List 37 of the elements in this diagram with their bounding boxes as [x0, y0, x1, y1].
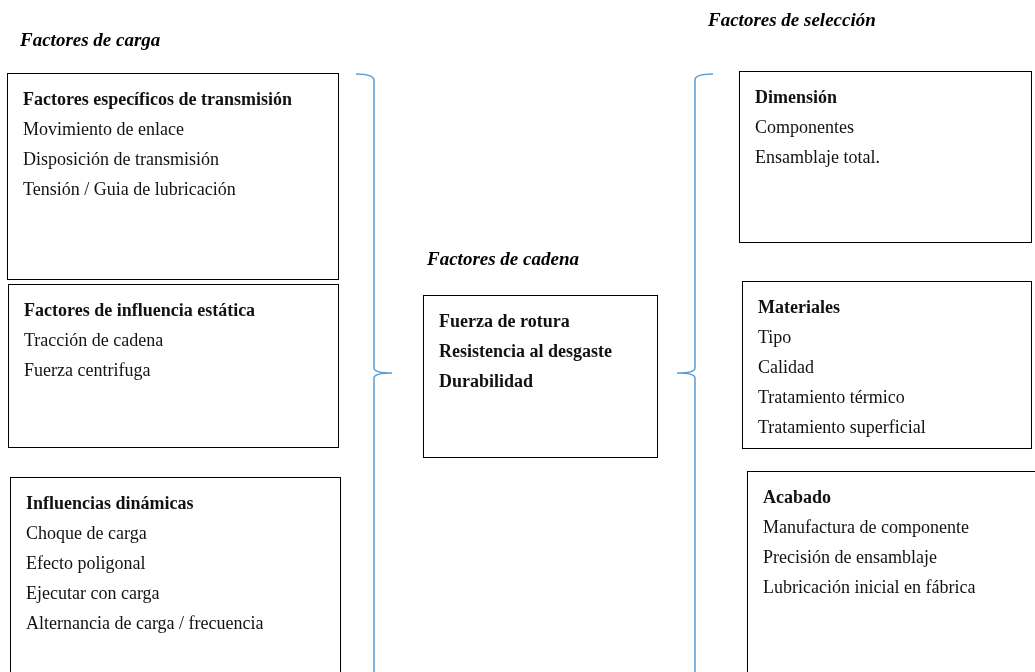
- item-text: Choque de carga: [26, 522, 148, 545]
- item-text: Efecto poligonal: [26, 552, 147, 575]
- heading-text: Dimensión: [755, 86, 838, 109]
- factor-box: [7, 73, 339, 280]
- column-heading: Factores de carga: [20, 30, 161, 49]
- item-text: Disposición de transmisión: [23, 148, 220, 171]
- heading-text: Influencias dinámicas: [26, 492, 195, 515]
- item-text: Fuerza centrifuga: [24, 359, 152, 382]
- factor-box: [8, 284, 339, 448]
- item-text: Componentes: [755, 116, 855, 139]
- factor-box: [10, 477, 341, 672]
- heading-text: Resistencia al desgaste: [439, 340, 613, 363]
- item-text: Manufactura de componente: [763, 516, 970, 539]
- heading-text: Factores específicos de transmisión: [23, 88, 294, 111]
- column-heading: Factores de selección: [708, 10, 876, 29]
- column-heading: Factores de cadena: [427, 249, 579, 268]
- item-text: Tracción de cadena: [24, 329, 165, 352]
- item-text: Ejecutar con carga: [26, 582, 161, 605]
- heading-text: Acabado: [763, 486, 832, 509]
- factor-box: [423, 295, 658, 458]
- heading-text: Materiales: [758, 296, 841, 319]
- item-text: Tratamiento térmico: [758, 386, 906, 409]
- factor-box: [742, 281, 1032, 449]
- item-text: Precisión de ensamblaje: [763, 546, 938, 569]
- heading-text: Factores de influencia estática: [24, 299, 257, 322]
- item-text: Tratamiento superficial: [758, 416, 927, 439]
- item-text: Movimiento de enlace: [23, 118, 185, 141]
- factor-box: [739, 71, 1032, 243]
- item-text: Ensamblaje total.: [755, 146, 881, 169]
- item-text: Lubricación inicial en fábrica: [763, 576, 977, 599]
- heading-text: Fuerza de rotura: [439, 310, 571, 333]
- item-text: Alternancia de carga / frecuencia: [26, 612, 265, 635]
- item-text: Tipo: [758, 326, 793, 349]
- item-text: Tensión / Guia de lubricación: [23, 178, 237, 201]
- heading-text: Durabilidad: [439, 370, 535, 393]
- item-text: Calidad: [758, 356, 815, 379]
- factor-box: [747, 471, 1035, 672]
